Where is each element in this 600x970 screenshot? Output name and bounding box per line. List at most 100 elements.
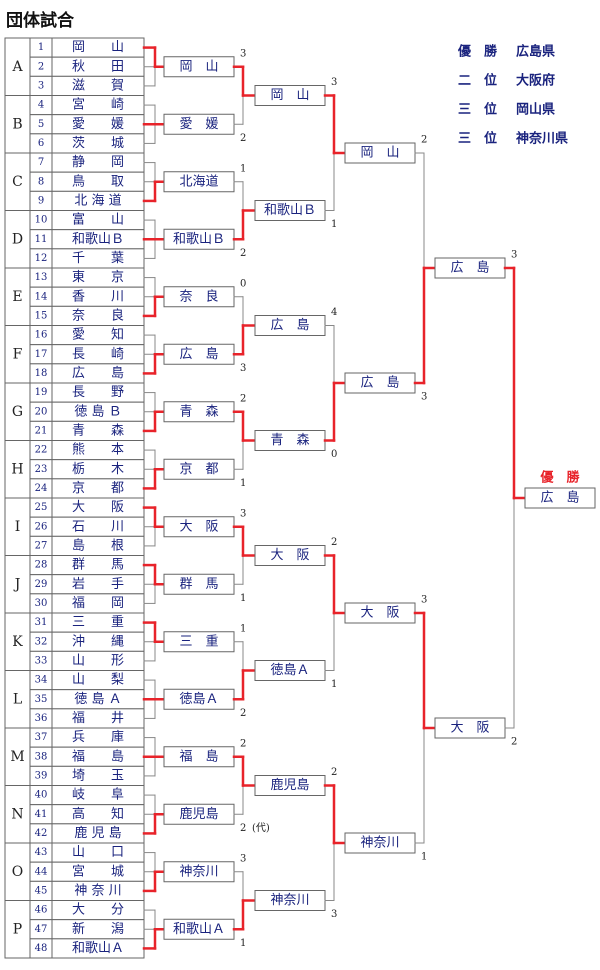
team-name: 東 京 [72,269,124,285]
champion-label: 優 勝 [539,470,580,486]
team-number: 3 [38,80,44,91]
group-winner-score: 1 [240,478,246,489]
team-number: 12 [35,253,48,264]
round2-score: 1 [331,219,337,230]
team-name: 徳 島 Ｂ [74,404,121,419]
team-name: 兵 庫 [72,730,124,745]
group-winner-name: 三 重 [179,633,218,649]
group-label: K [12,634,23,650]
team-name: 宮 城 [72,863,124,879]
team-name: 秋 田 [72,59,124,74]
round4-name: 大 阪 [450,721,489,736]
team-name: 長 野 [72,385,124,400]
team-name: 山 梨 [72,673,124,688]
team-number: 25 [35,502,48,513]
team-number: 7 [38,157,44,168]
team-name: 福 島 [72,749,124,764]
team-name: 福 岡 [72,596,124,611]
group-cell [4,612,31,671]
group-cell [4,842,31,901]
group-winner-name: 奈 良 [179,288,218,304]
team-number: 24 [35,483,48,494]
round3-name: 神奈川 [360,836,399,851]
team-number: 34 [35,675,48,686]
group-label: J [13,576,21,592]
team-number: 33 [35,655,48,666]
team-name: 香 川 [72,289,124,304]
result-team: 岡山県 [516,102,555,118]
team-name: 和歌山Ａ [72,941,124,956]
champion-box [524,487,596,509]
team-name: 群 馬 [72,558,124,573]
group-winner-score: 1 [240,593,246,604]
group-winner-score: 1 [240,938,246,949]
team-name: 大 分 [72,903,124,918]
team-number: 47 [35,924,48,935]
round2-score: 2 [331,767,337,778]
group-winner-score: 3 [240,508,246,519]
group-cell [4,785,31,844]
round3-name: 広 島 [360,376,399,391]
group-winner-score: 3 [240,363,246,374]
group-winner-name: 岡 山 [179,59,218,74]
round2-score: 3 [331,909,337,920]
result-team: 広島県 [516,44,555,60]
team-number: 32 [35,636,48,647]
team-name: 岡 山 [72,40,124,55]
round2-name: 岡 山 [270,88,309,103]
team-name: 奈 良 [72,307,124,323]
team-name: 島 根 [72,538,124,553]
team-name: 和歌山Ｂ [72,232,124,247]
team-name: 青 森 [72,423,124,438]
round2-name: 広 島 [270,318,309,333]
group-winner-name: 大 阪 [179,519,218,534]
group-winner-score: 1 [240,623,246,634]
group-label: I [15,519,21,535]
group-winner-score: 2 [240,708,246,719]
round3-name: 岡 山 [360,146,399,161]
group-label: L [13,691,22,707]
team-number: 40 [35,790,48,801]
team-number: 2 [38,61,44,72]
group-label: C [12,174,23,190]
team-name: 沖 縄 [72,634,124,649]
team-number: 10 [35,215,48,226]
team-number: 36 [35,713,48,724]
result-rank: 二 位 [458,73,497,89]
team-name: 愛 媛 [72,117,124,132]
team-name: 福 井 [72,711,124,726]
team-name: 静 岡 [72,155,124,170]
group-cell [4,727,31,786]
group-cell [4,325,31,384]
group-label: H [11,461,23,477]
team-name: 栃 木 [72,462,124,477]
group-winner-name: 北海道 [179,174,218,189]
team-number: 39 [35,770,48,781]
group-winner-score: 3 [240,48,246,59]
group-label: G [12,404,23,420]
team-number: 44 [35,866,48,877]
team-number: 1 [38,42,44,53]
page-title: 団体試合 [6,11,74,31]
round2-score: 1 [331,679,337,690]
team-number: 28 [35,560,48,571]
team-name: 長 崎 [72,347,124,362]
team-name: 富 山 [72,212,124,228]
group-winner-name: 徳島Ａ [179,692,218,707]
group-winner-score: 1 [240,163,246,174]
group-label: N [11,806,23,822]
team-name: 三 重 [72,614,124,630]
team-name: 熊 本 [72,442,124,458]
team-number: 21 [35,425,48,436]
team-name: 宮 崎 [72,97,124,113]
team-number: 22 [35,445,48,456]
team-number: 31 [35,617,48,628]
team-name: 鳥 取 [72,174,124,189]
group-winner-score: 2 [240,133,246,144]
round2-score: 0 [331,449,337,460]
team-name: 京 都 [72,481,124,496]
team-number: 35 [35,694,48,705]
round2-name: 青 森 [270,433,309,448]
team-name: 新 潟 [72,921,124,937]
team-name: 岐 阜 [72,787,124,803]
